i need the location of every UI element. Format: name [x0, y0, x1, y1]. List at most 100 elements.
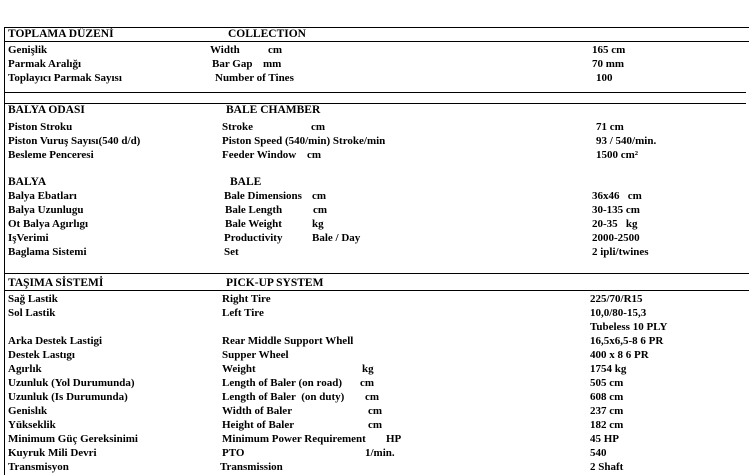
- row-value: 93 / 540/min.: [596, 135, 657, 147]
- subsection-title-tr: BALYA: [8, 176, 47, 188]
- row-label-en: Set: [224, 246, 239, 258]
- row-value: 165 cm: [592, 44, 626, 56]
- row-label-en: Minimum Power Requirement: [222, 433, 366, 445]
- row-label-en: Length of Baler (on duty): [222, 391, 345, 403]
- row-unit: 1/min.: [365, 447, 395, 459]
- row-value: 2 ipli/twines: [592, 246, 649, 258]
- row-unit: cm: [307, 149, 322, 161]
- row-label-en: Height of Baler: [222, 419, 295, 431]
- row-value: 2 Shaft: [590, 461, 624, 473]
- row-label-tr: Piston Vuruş Sayısı(540 d/d): [8, 135, 141, 147]
- row-unit: cm: [311, 121, 326, 133]
- row-label-tr: Parmak Aralığı: [8, 58, 82, 70]
- header-underline: [4, 41, 749, 42]
- row-label-en: Left Tire: [222, 307, 264, 319]
- table-top-border: [4, 27, 749, 28]
- row-value: 16,5x6,5-8 6 PR: [590, 335, 664, 347]
- row-label-tr: Yükseklik: [8, 419, 56, 431]
- header-underline: [4, 103, 746, 104]
- row-value: 1500 cm²: [596, 149, 639, 161]
- row-label-en: Right Tire: [222, 293, 271, 305]
- row-label-tr: Balya Uzunlugu: [8, 204, 84, 216]
- section-title-tr: BALYA ODASI: [8, 104, 85, 116]
- row-label-tr: Sol Lastik: [8, 307, 56, 319]
- row-label-tr: Uzunluk (Is Durumunda): [8, 391, 128, 403]
- row-label-en: Bale Length: [225, 204, 283, 216]
- row-unit: mm: [263, 58, 282, 70]
- row-value: 237 cm: [590, 405, 624, 417]
- row-label-tr: Piston Stroku: [8, 121, 73, 133]
- row-label-tr: Destek Lastıgı: [8, 349, 75, 361]
- row-label-tr: IşVerimi: [8, 232, 49, 244]
- row-label-tr: Agırlık: [8, 363, 42, 375]
- header-underline: [4, 290, 749, 291]
- row-value: 45 HP: [590, 433, 620, 445]
- row-label-en: Bale Weight: [225, 218, 282, 230]
- row-label-en: Productivity: [224, 232, 283, 244]
- row-unit: kg: [362, 363, 374, 375]
- row-label-en: Stroke: [222, 121, 253, 133]
- row-value: Tubeless 10 PLY: [590, 321, 668, 333]
- row-label-en: Width of Baler: [222, 405, 293, 417]
- row-value: 608 cm: [590, 391, 624, 403]
- row-value: 10,0/80-15,3: [590, 307, 647, 319]
- row-label-tr: Uzunluk (Yol Durumunda): [8, 377, 135, 389]
- row-value: 182 cm: [590, 419, 624, 431]
- subsection-title-en: BALE: [230, 176, 262, 188]
- row-unit: cm: [313, 204, 328, 216]
- row-unit: cm: [268, 44, 283, 56]
- row-label-tr: Genislık: [8, 405, 48, 417]
- section-title-tr: TAŞIMA SİSTEMİ: [8, 277, 104, 289]
- row-label-en: Number of Tines: [215, 72, 294, 84]
- row-value: 36x46 cm: [592, 190, 642, 202]
- row-label-tr: Transmisyon: [8, 461, 69, 473]
- row-unit: HP: [386, 433, 402, 445]
- row-unit: cm: [365, 391, 380, 403]
- section-title-en: BALE CHAMBER: [226, 104, 321, 116]
- row-label-en: Feeder Window: [222, 149, 297, 161]
- row-value: 20-35 kg: [592, 218, 638, 230]
- row-unit: Bale / Day: [312, 232, 361, 244]
- row-label-en: Supper Wheel: [222, 349, 289, 361]
- row-label-en: PTO: [222, 447, 245, 459]
- row-label-tr: Ot Balya Agırlıgı: [8, 218, 89, 230]
- row-value: 400 x 8 6 PR: [590, 349, 649, 361]
- row-unit: cm: [312, 190, 327, 202]
- row-label-en: Rear Middle Support Whell: [222, 335, 354, 347]
- row-value: 30-135 cm: [592, 204, 640, 216]
- row-label-tr: Minimum Güç Gereksinimi: [8, 433, 138, 445]
- row-unit: kg: [312, 218, 324, 230]
- row-value: 505 cm: [590, 377, 624, 389]
- row-value: 1754 kg: [590, 363, 627, 375]
- row-value: 71 cm: [596, 121, 624, 133]
- table-left-border: [4, 27, 5, 475]
- section-title-en: PICK-UP SYSTEM: [226, 277, 324, 289]
- row-label-tr: Arka Destek Lastigi: [8, 335, 103, 347]
- row-value: 100: [596, 72, 613, 84]
- row-unit: cm: [368, 419, 383, 431]
- row-label-en: Transmission: [220, 461, 283, 473]
- row-unit: cm: [360, 377, 375, 389]
- row-label-tr: Balya Ebatları: [8, 190, 77, 202]
- row-value: 2000-2500: [592, 232, 640, 244]
- section-title-tr: TOPLAMA DÜZENİ: [8, 28, 114, 40]
- section-divider: [4, 92, 746, 93]
- section-title-en: COLLECTION: [228, 28, 306, 40]
- row-label-en: Width: [210, 44, 240, 56]
- row-label-tr: Besleme Penceresi: [8, 149, 94, 161]
- row-unit: cm: [368, 405, 383, 417]
- row-label-en: Length of Baler (on road): [222, 377, 342, 389]
- row-label-tr: Baglama Sistemi: [8, 246, 87, 258]
- row-label-en: Bar Gap: [212, 58, 253, 70]
- section-divider: [4, 273, 749, 274]
- row-label-tr: Sağ Lastik: [8, 293, 58, 305]
- row-value: 225/70/R15: [590, 293, 643, 305]
- row-label-tr: Genişlik: [8, 44, 48, 56]
- row-value: 70 mm: [592, 58, 625, 70]
- row-label-en: Weight: [222, 363, 256, 375]
- row-label-en: Piston Speed (540/min) Stroke/min: [222, 135, 386, 147]
- row-label-tr: Kuyruk Mili Devri: [8, 447, 97, 459]
- row-value: 540: [590, 447, 607, 459]
- row-label-en: Bale Dimensions: [224, 190, 302, 202]
